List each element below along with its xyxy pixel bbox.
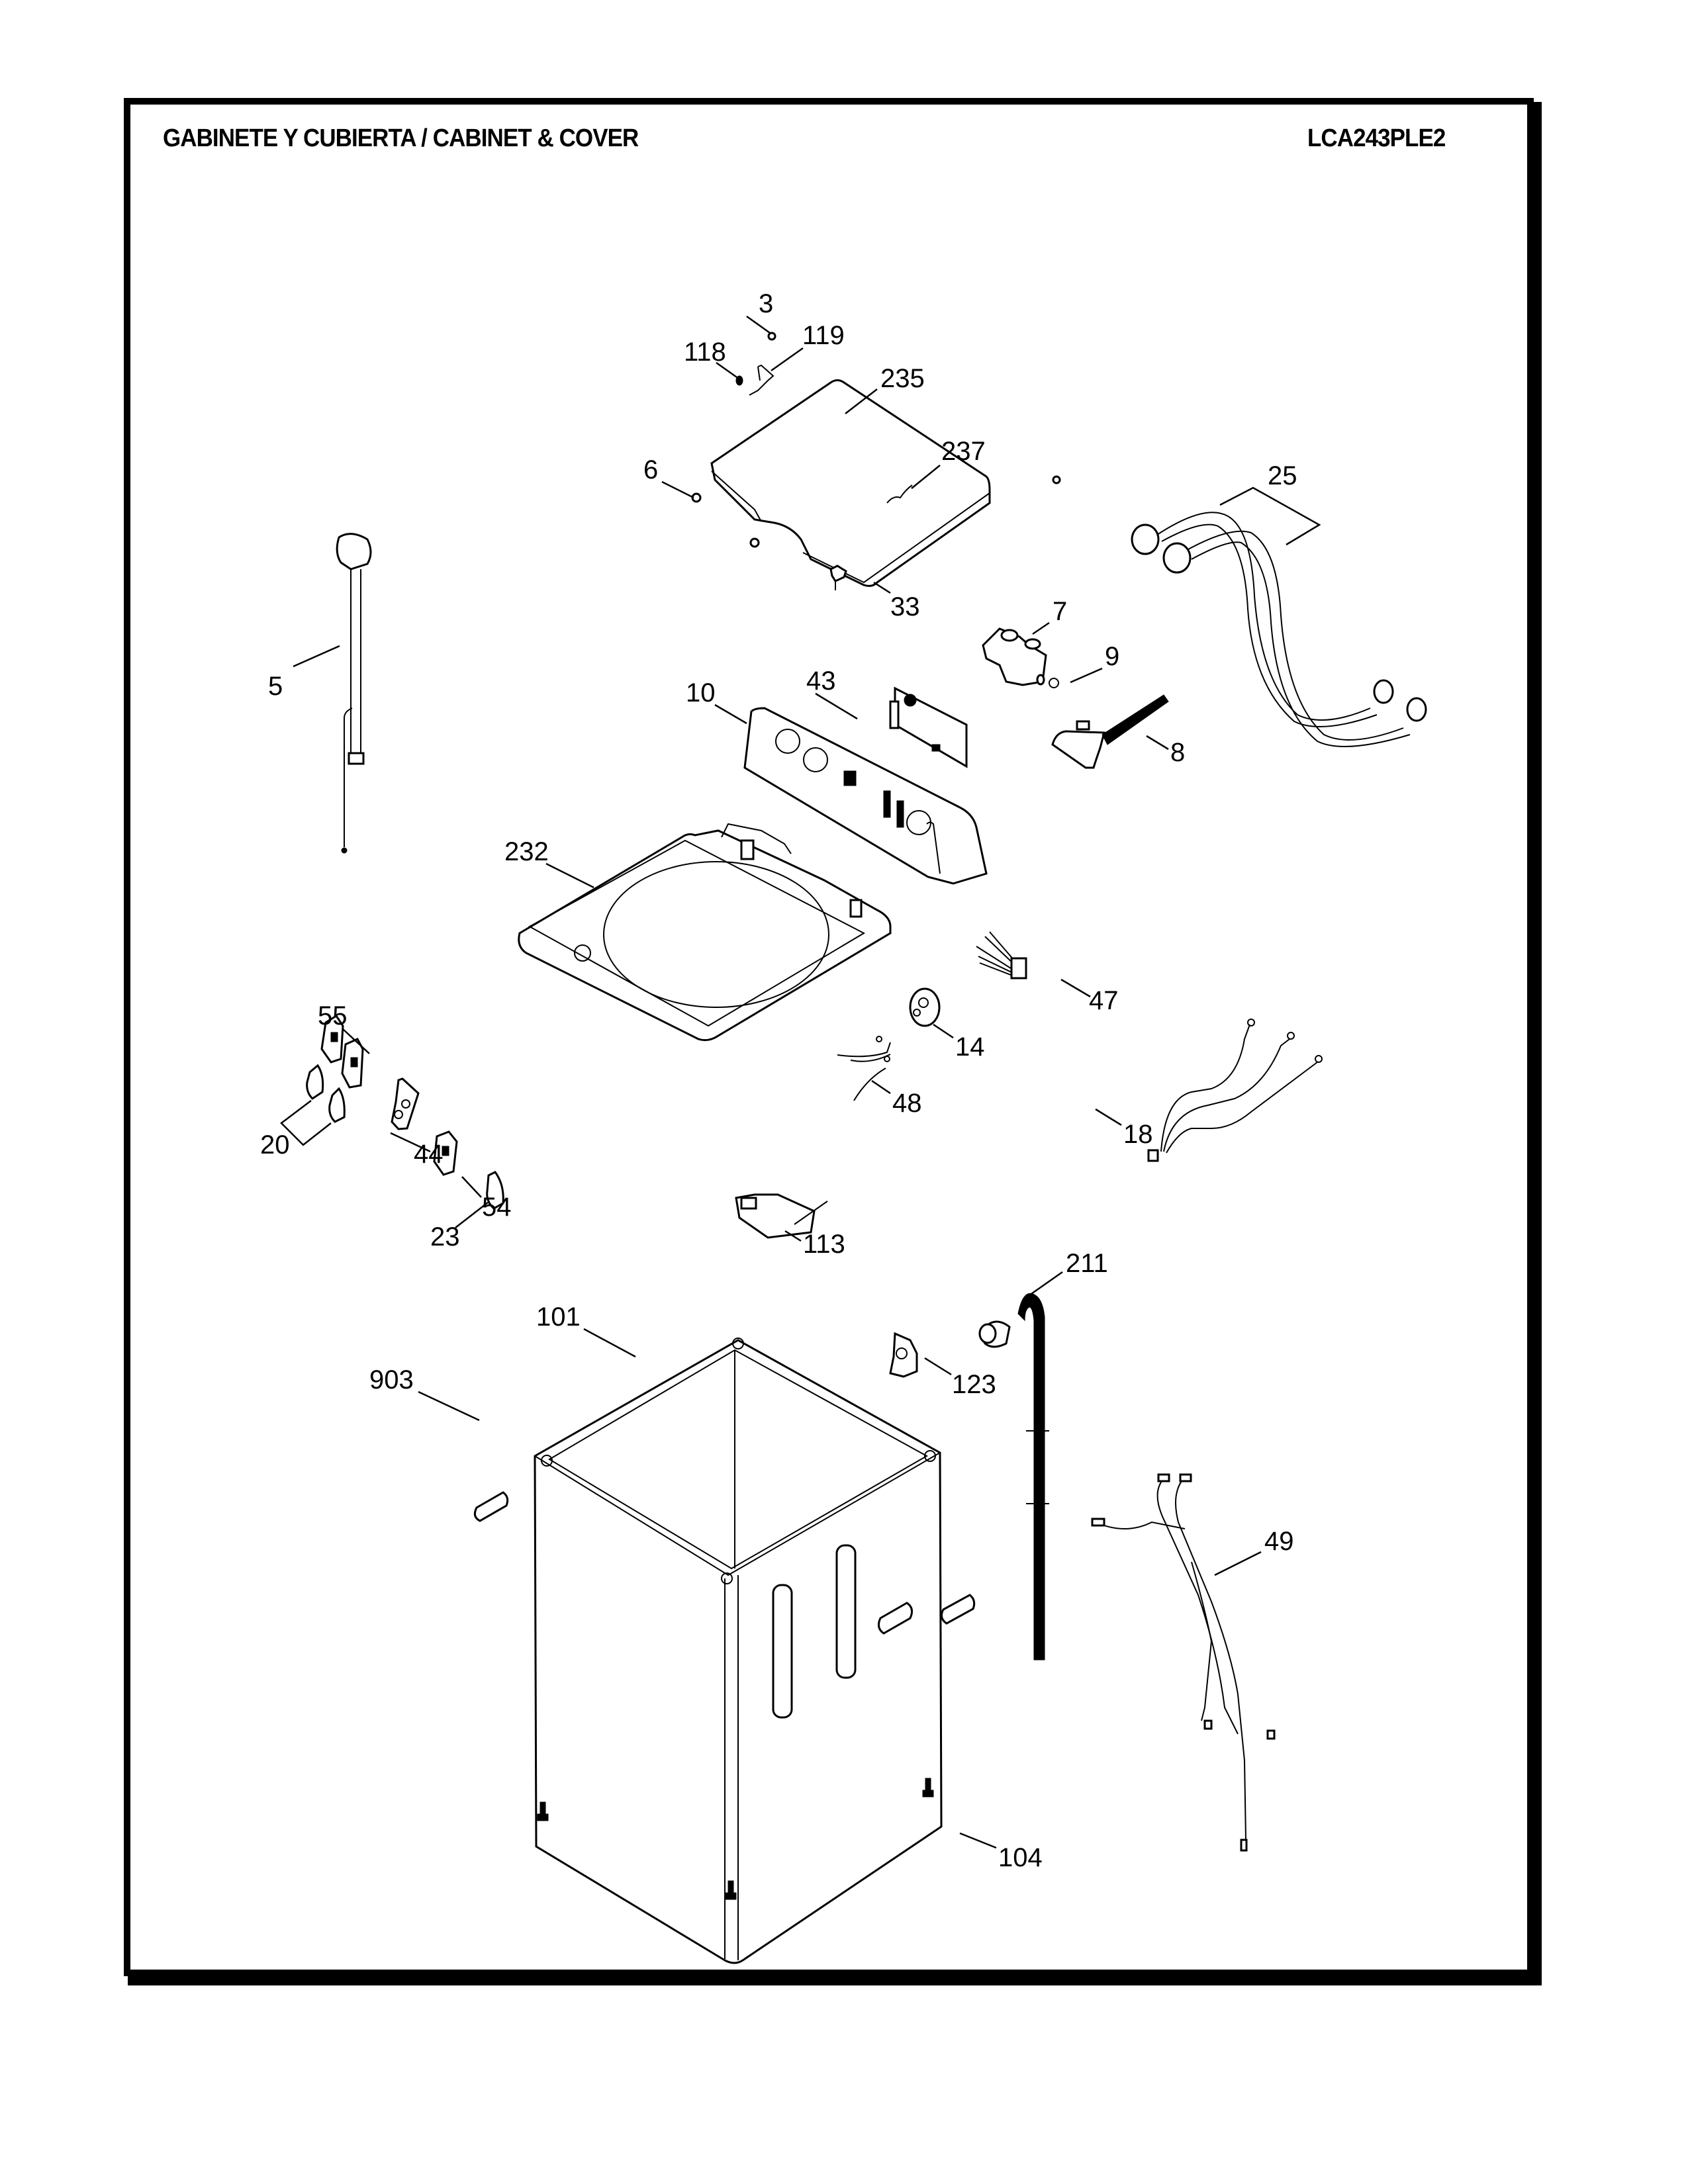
part-plug-903b[interactable]: [940, 1594, 976, 1625]
part-bumper-6c[interactable]: [1052, 475, 1061, 484]
callout-5: 5: [268, 672, 283, 701]
part-button-board[interactable]: [391, 1077, 420, 1130]
part-hinge-spring-119[interactable]: [749, 364, 774, 396]
part-leg-b[interactable]: [922, 1778, 934, 1797]
part-switch-54[interactable]: [433, 1130, 458, 1176]
model-number: LCA243PLE2: [1307, 124, 1446, 152]
callout-54: 54: [482, 1193, 512, 1222]
part-control-board[interactable]: [889, 686, 968, 768]
callout-118: 118: [684, 338, 726, 367]
part-selector-switch-b[interactable]: [341, 1038, 364, 1089]
callout-48: 48: [892, 1089, 922, 1118]
part-leg-a[interactable]: [537, 1801, 549, 1821]
callout-14: 14: [955, 1032, 985, 1062]
part-fill-funnel[interactable]: [1051, 694, 1169, 769]
callout-20: 20: [260, 1130, 290, 1160]
callout-101: 101: [536, 1302, 581, 1332]
part-small-harness[interactable]: [837, 1036, 891, 1101]
callout-7: 7: [1053, 597, 1067, 626]
callout-113: 113: [803, 1230, 845, 1259]
part-cabinet[interactable]: [534, 1338, 943, 1964]
callout-44: 44: [414, 1140, 444, 1169]
bracket-20: [280, 1100, 332, 1146]
callout-119: 119: [802, 321, 845, 350]
part-inlet-hoses[interactable]: [1131, 486, 1427, 747]
part-pressure-switch[interactable]: [909, 987, 941, 1027]
callout-18: 18: [1123, 1120, 1153, 1149]
part-leg-c[interactable]: [725, 1880, 737, 1900]
part-lid-switch[interactable]: [829, 565, 847, 590]
callout-237: 237: [941, 437, 986, 466]
callout-903: 903: [369, 1365, 414, 1394]
part-screw-3[interactable]: [767, 332, 776, 341]
part-timer-knob[interactable]: [486, 1171, 504, 1210]
callout-23: 23: [430, 1222, 460, 1251]
part-selector-switch-a[interactable]: [320, 1014, 344, 1064]
callout-8: 8: [1170, 738, 1185, 767]
part-control-panel[interactable]: [743, 707, 988, 885]
part-clamp[interactable]: [1049, 678, 1059, 688]
callout-211: 211: [1066, 1249, 1108, 1278]
part-timer[interactable]: [735, 1193, 828, 1239]
part-power-cord[interactable]: [336, 533, 372, 854]
part-knob-b[interactable]: [328, 1087, 346, 1123]
part-knob-a[interactable]: [306, 1064, 324, 1100]
callout-232: 232: [504, 837, 549, 866]
callout-3: 3: [759, 289, 773, 318]
callout-10: 10: [686, 678, 716, 707]
part-bumper-6b[interactable]: [749, 537, 760, 548]
diagram-title: GABINETE Y CUBIERTA / CABINET & COVER: [163, 124, 639, 152]
part-hose-bracket[interactable]: [889, 1332, 918, 1378]
frame-shadow-bottom: [128, 1976, 1542, 1985]
diagram-frame: [124, 98, 1534, 1976]
part-ground-wires[interactable]: [1147, 1019, 1323, 1162]
callout-6: 6: [643, 455, 658, 484]
part-wire-connector[interactable]: [976, 931, 1027, 979]
part-water-valve[interactable]: [982, 627, 1047, 686]
frame-shadow-right: [1534, 102, 1542, 1985]
callout-43: 43: [806, 666, 836, 696]
callout-55: 55: [318, 1001, 348, 1030]
part-main-harness[interactable]: [1091, 1473, 1276, 1852]
callout-33: 33: [890, 592, 920, 621]
callout-104: 104: [998, 1843, 1043, 1872]
part-spring-237[interactable]: [886, 484, 913, 504]
callout-49: 49: [1264, 1527, 1294, 1556]
callout-47: 47: [1089, 986, 1119, 1015]
part-plug-903[interactable]: [473, 1491, 509, 1522]
part-lid[interactable]: [710, 379, 991, 587]
callout-235: 235: [880, 364, 925, 393]
part-drain-hose[interactable]: [978, 1293, 1049, 1661]
callout-labels: 3 118 119 235 237 6 25 33 7 9 5 43 10 8 …: [260, 289, 1297, 1872]
leader-lines: [293, 315, 1262, 1849]
callout-9: 9: [1105, 642, 1119, 671]
part-nut-118[interactable]: [735, 375, 743, 386]
part-top-cover[interactable]: [518, 823, 892, 1042]
callout-123: 123: [952, 1370, 996, 1399]
callout-25: 25: [1268, 461, 1297, 490]
